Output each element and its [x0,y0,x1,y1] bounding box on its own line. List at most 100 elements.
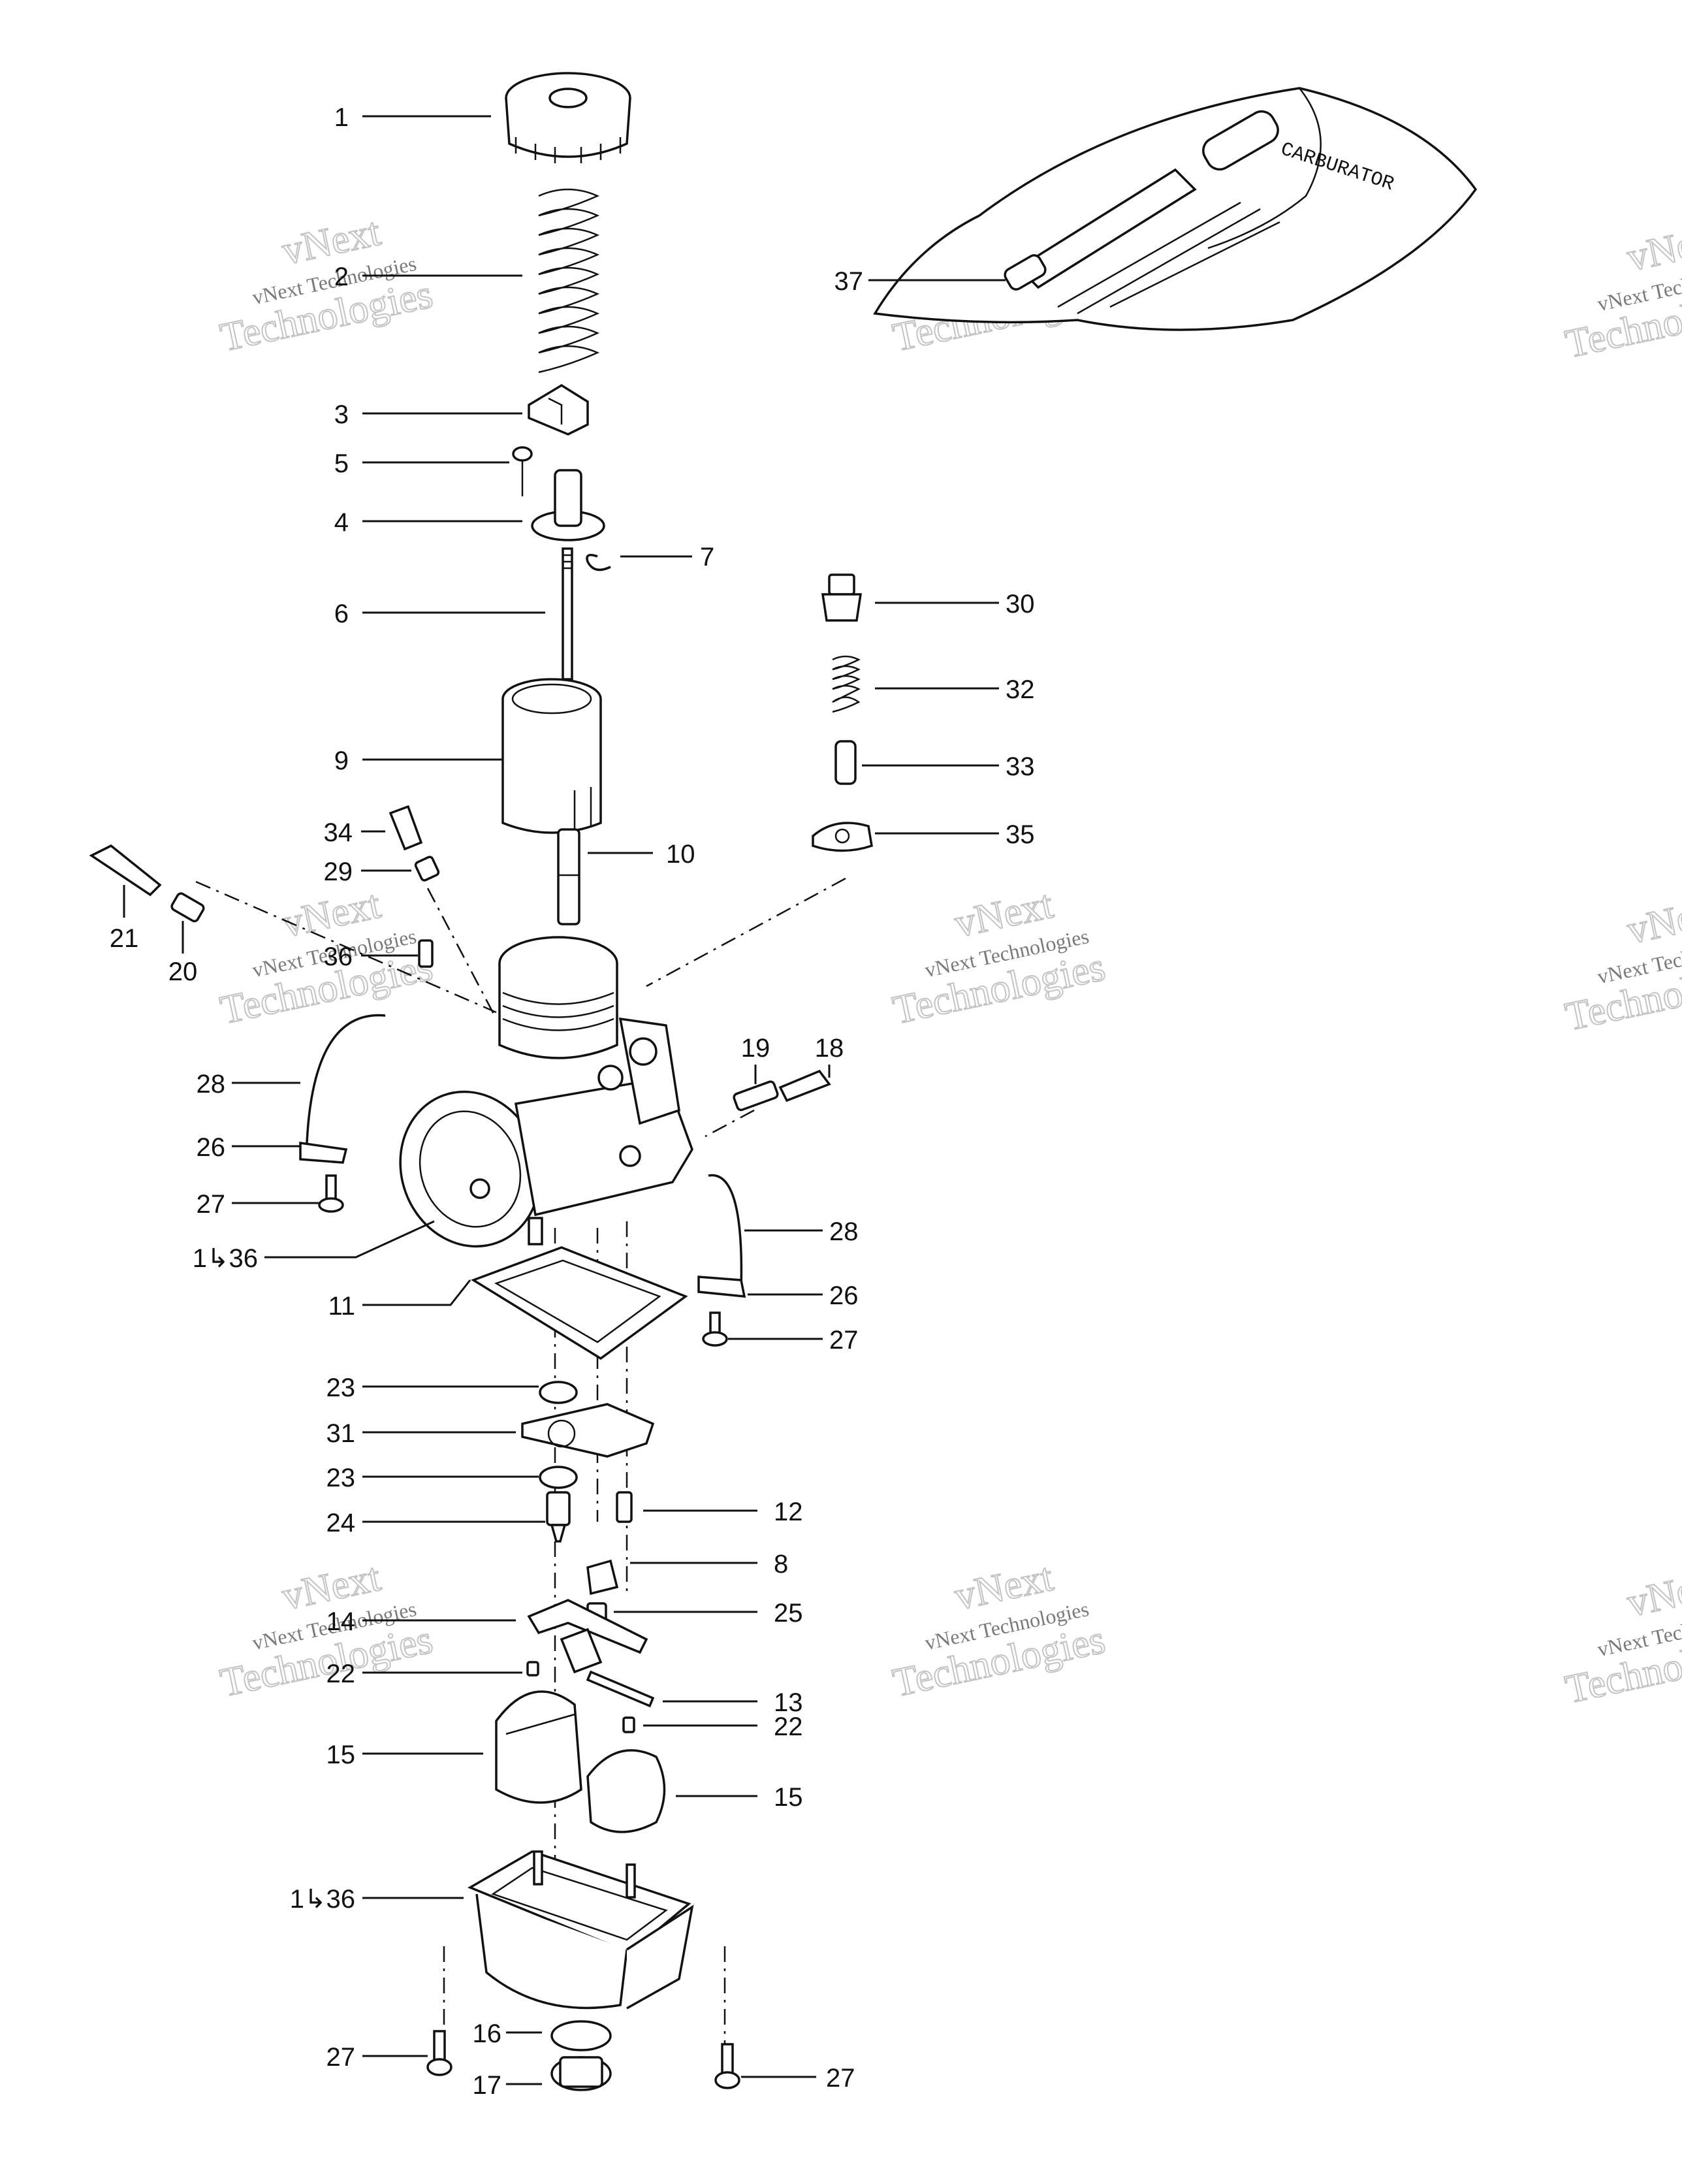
callout-label: 26 [197,1133,226,1162]
callout-label: 9 [334,747,349,775]
callout-label: 29 [324,858,353,886]
callout-label: 25 [774,1599,803,1628]
mixing-chamber-cap [505,72,631,163]
float-15-right [586,1749,666,1833]
callout-label: 22 [774,1712,803,1741]
callout-label: 13 [774,1688,803,1717]
watermark: vNext vNext Technologies Technologies [216,882,437,1034]
plate-35 [812,822,873,852]
axis-line [646,877,846,988]
plunger-33 [834,740,857,785]
screw-18 [778,1069,831,1102]
callout-label: 35 [1006,820,1035,849]
fitting-36 [418,939,434,968]
screw-27-right [702,1311,728,1347]
callout-label: 12 [774,1498,803,1526]
watermark: vNext vNext Technologies Technologies [1561,888,1682,1040]
callout-label: 15 [326,1741,356,1769]
callout-labels: 1 2 3 5 4 7 6 9 34 29 10 21 20 36 28 26 … [110,103,1035,2100]
watermark: vNext vNext Technologies Technologies [889,1554,1110,1707]
callout-label: 31 [326,1419,356,1448]
float-15-left [495,1690,582,1804]
callout-label: 27 [326,2043,356,2072]
callout-label: 20 [168,957,198,986]
callout-label: 36 [324,942,353,971]
callout-label: 8 [774,1550,788,1579]
callout-label: 22 [326,1660,356,1688]
drain-gasket-16 [550,2020,612,2051]
drain-plug-17 [550,2056,612,2091]
callout-label: 14 [326,1607,356,1636]
callout-label: 3 [334,400,349,429]
needle-valve-8 [586,1559,619,1596]
throttle-valve [501,678,602,834]
float-bowl [468,1850,694,2010]
needle-holder [531,469,605,541]
callout-label: 6 [334,600,349,628]
fitting-30 [821,573,863,622]
assembly-axes [195,877,846,2057]
main-jet-24 [546,1491,571,1543]
vent-tube-left [306,1014,386,1144]
callout-label: 32 [1006,675,1035,704]
callout-label: 34 [324,818,353,847]
watermark-text: vNext [1623,1562,1682,1626]
tube-clamp-right [697,1276,746,1298]
callout-label: 18 [815,1034,844,1063]
valve-plate [528,383,589,436]
screw-27-bottom-right [714,2043,740,2089]
callout-label: 1↳36 [193,1244,258,1273]
callout-label: 5 [334,449,349,478]
tube-clamp-left [299,1141,348,1164]
callout-label: 23 [326,1464,356,1492]
callout-label: 11 [328,1292,355,1321]
watermark: vNext vNext Technologies Technologies [1561,1561,1682,1713]
leader-lines [123,115,1006,2085]
callout-label: 26 [829,1281,859,1310]
float-bowl-gasket [471,1246,688,1360]
axis-line [426,888,498,1020]
float-pin-13 [586,1670,655,1708]
carburetor-body [399,936,693,1248]
watermark: vNext vNext Technologies Technologies [216,209,437,361]
float-pin-22-right [622,1716,635,1733]
screw-27-left [318,1174,344,1213]
axis-line [705,1109,755,1138]
callout-label: 17 [473,2071,502,2100]
callout-label: 27 [197,1190,226,1219]
float-pin-22-left [526,1661,539,1677]
baffle-plate [521,1403,655,1458]
callout-label: 28 [197,1070,226,1099]
vent-tube-right [708,1174,743,1291]
o-ring-23-lower [539,1466,578,1489]
callout-label: 15 [774,1783,803,1812]
pilot-jet-12 [616,1491,633,1523]
pilot-jet-29 [414,856,440,882]
cap-34 [389,805,423,851]
callout-label: 10 [666,840,695,869]
callout-label: 28 [829,1217,859,1246]
callout-label: 21 [110,924,139,953]
float-arm [527,1599,648,1674]
parts: CARBURATOR [89,72,1478,2091]
air-screw-21 [89,844,162,897]
callout-label: 2 [334,263,349,291]
watermark: vNext vNext Technologies Technologies [1561,216,1682,368]
callout-label: 30 [1006,590,1035,618]
callout-label: 27 [829,1326,859,1355]
o-ring-23-upper [539,1381,578,1404]
callout-label: 33 [1006,752,1035,781]
callout-label: 24 [326,1509,356,1537]
needle-jet [557,828,580,925]
callout-label: 4 [334,508,349,537]
callout-label: 1↳36 [290,1885,355,1914]
needle-clip [586,554,611,571]
throttle-valve-spring [538,188,600,374]
watermark: vNext vNext Technologies Technologies [216,1554,437,1707]
callout-label: 37 [834,267,864,296]
callout-label: 23 [326,1373,356,1402]
callout-label: 19 [741,1034,770,1063]
screw-27-bottom-left [426,2030,452,2076]
watermark-text: vNext [1623,889,1682,953]
